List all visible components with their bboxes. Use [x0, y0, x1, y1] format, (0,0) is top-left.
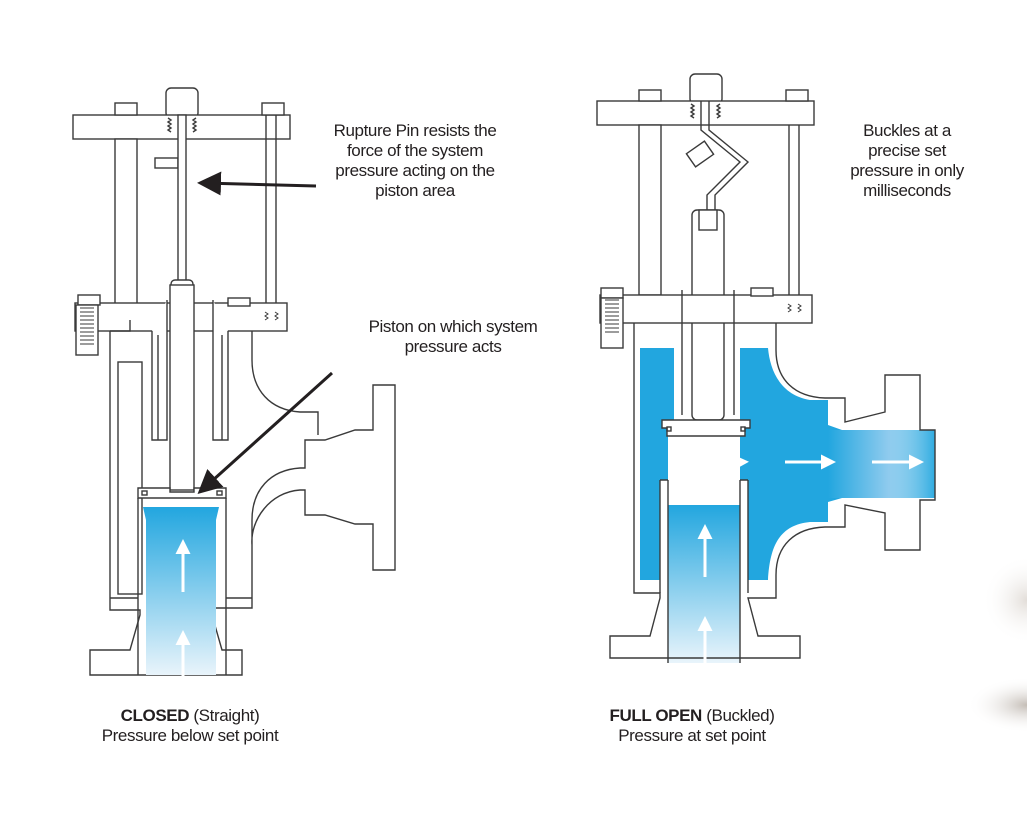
- caption-open: FULL OPEN (Buckled) Pressure at set poin…: [582, 706, 802, 746]
- pointer-arrow-icon: [197, 371, 334, 495]
- bolt-head: [114, 102, 138, 116]
- thread: [166, 117, 198, 133]
- edge-shadow: [967, 677, 1027, 733]
- flow-arrow-icon: [701, 454, 749, 489]
- top-cap: [165, 87, 199, 119]
- seal: [666, 426, 672, 432]
- inlet-bore: [659, 480, 749, 663]
- callout-line: Piston on which system: [368, 317, 538, 336]
- inlet-bore: [137, 498, 227, 675]
- callout-piston: Piston on which system pressure acts: [343, 317, 563, 357]
- callout-line: pressure in only: [850, 161, 964, 180]
- side-bolt: [75, 304, 99, 356]
- left-column: [114, 138, 138, 306]
- callout-line: pressure acting on the: [335, 161, 495, 180]
- caption-title: FULL OPEN (Buckled): [582, 706, 802, 726]
- pointer-arrow-icon: [197, 171, 317, 196]
- caption-title: CLOSED (Straight): [80, 706, 300, 726]
- outlet-fluid-open: [828, 430, 938, 498]
- callout-line: precise set: [868, 141, 946, 160]
- callout-line: milliseconds: [863, 181, 951, 200]
- flow-arrows-open: [697, 454, 924, 665]
- nut: [600, 287, 624, 299]
- tab: [154, 157, 179, 169]
- valve-body: [609, 323, 936, 659]
- thread: [787, 303, 802, 313]
- bolt-thread: [80, 307, 94, 345]
- callout-line: Buckles at a: [863, 121, 951, 140]
- callout-line: piston area: [375, 181, 455, 200]
- stem: [169, 284, 195, 491]
- caption-detail: Pressure at set point: [618, 726, 766, 745]
- bolt-head: [261, 102, 285, 116]
- body-contour: [110, 320, 319, 435]
- side-bolt: [600, 297, 624, 349]
- stem-guide: [681, 290, 735, 415]
- caption-condition: (Buckled): [706, 706, 775, 725]
- seal: [141, 490, 148, 496]
- stem-guide-inner: [157, 335, 223, 440]
- left-column: [638, 124, 662, 296]
- nut: [750, 287, 774, 297]
- bolt-head: [638, 89, 662, 102]
- caption-state: CLOSED: [120, 706, 190, 725]
- callout-line: force of the system: [346, 141, 483, 160]
- inlet-fluid-open: [668, 505, 740, 663]
- body-fluid-open: [640, 348, 935, 580]
- piston: [661, 419, 751, 437]
- callout-rupture-pin: Rupture Pin resists the force of the sys…: [305, 121, 525, 201]
- thread: [264, 311, 279, 321]
- thread: [689, 103, 722, 119]
- buckled-rupture-pin: [700, 101, 750, 215]
- caption-detail: Pressure below set point: [101, 726, 279, 745]
- tab: [685, 140, 715, 168]
- seal: [740, 426, 746, 432]
- top-cap: [689, 73, 723, 105]
- inlet-fluid-closed: [143, 507, 219, 675]
- callout-buckles: Buckles at a precise set pressure in onl…: [827, 121, 987, 201]
- caption-state: FULL OPEN: [609, 706, 703, 725]
- bolt-head: [785, 89, 809, 102]
- caption-condition: (Straight): [193, 706, 260, 725]
- callout-line: pressure acts: [404, 337, 502, 356]
- pin-socket: [698, 209, 718, 231]
- open-valve: [596, 73, 936, 663]
- stem-guide: [151, 300, 229, 441]
- rupture-pin: [177, 114, 187, 284]
- bolt-thread: [605, 299, 619, 333]
- nut: [77, 294, 101, 306]
- nut: [227, 297, 251, 307]
- edge-shadow: [982, 555, 1027, 645]
- middle-plate: [599, 294, 813, 324]
- callout-line: Rupture Pin resists the: [333, 121, 497, 140]
- top-plate: [596, 100, 815, 126]
- caption-closed: CLOSED (Straight) Pressure below set poi…: [80, 706, 300, 746]
